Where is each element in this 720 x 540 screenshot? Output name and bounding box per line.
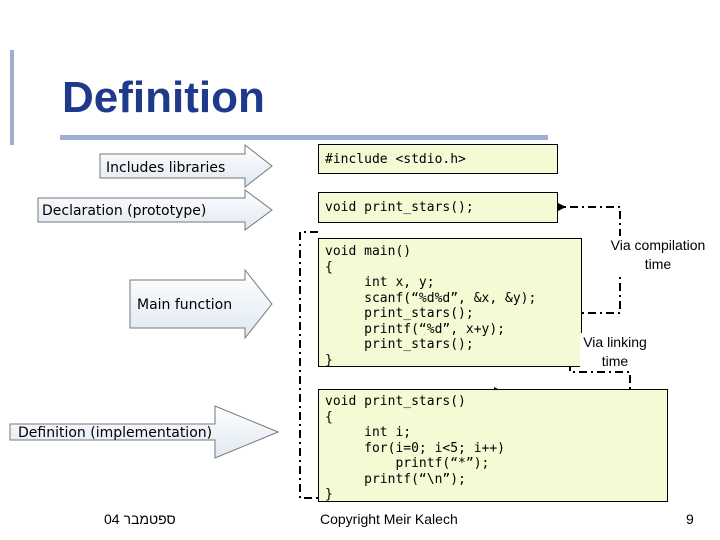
title-accent-bar: [10, 50, 14, 145]
linking-note: Via linking time: [580, 333, 650, 371]
label-declaration: Declaration (prototype): [42, 203, 207, 219]
arrow-declaration: [37, 189, 273, 231]
compilation-note: Via compilation time: [608, 236, 708, 274]
slide-title: Definition: [62, 73, 265, 122]
label-main-function: Main function: [137, 297, 233, 313]
label-includes: Includes libraries: [106, 160, 226, 176]
definition-box: void print_stars() { int i; for(i=0; i<5…: [318, 389, 668, 502]
footer-copyright: Copyright Meir Kalech: [320, 511, 458, 527]
main-code: void main() { int x, y; scanf(“%d%d”, &x…: [325, 244, 537, 368]
footer-date: ספטמבר 04: [104, 511, 176, 527]
prototype-code: void print_stars();: [325, 200, 474, 215]
footer-page-number: 9: [686, 511, 694, 527]
arrow-definition: [9, 405, 280, 459]
include-code: #include <stdio.h>: [325, 152, 466, 167]
prototype-box: void print_stars();: [318, 192, 558, 223]
title-underline: [60, 135, 548, 140]
arrow-includes: [99, 143, 273, 189]
definition-code: void print_stars() { int i; for(i=0; i<5…: [325, 394, 506, 502]
dashed-bracket: [299, 231, 318, 499]
label-definition: Definition (implementation): [18, 425, 213, 441]
main-function-box: void main() { int x, y; scanf(“%d%d”, &x…: [318, 238, 582, 368]
arrow-main-function: [129, 268, 273, 340]
include-box: #include <stdio.h>: [318, 144, 558, 174]
